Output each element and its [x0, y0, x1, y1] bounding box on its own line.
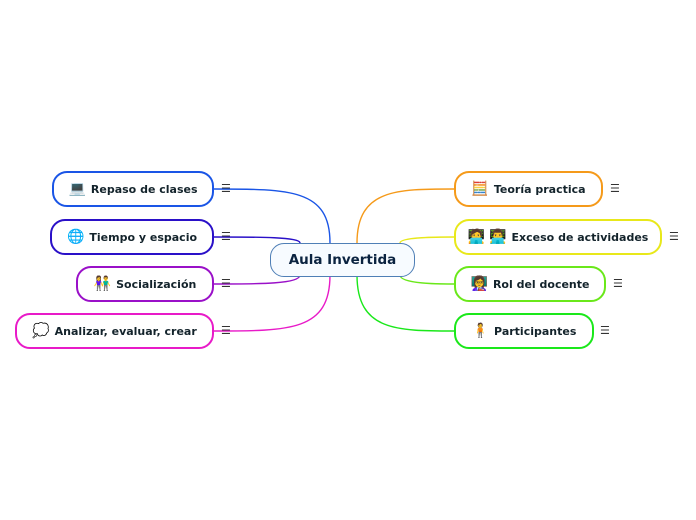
topic-teoria[interactable]: 🧮 Teoría practica: [454, 171, 603, 207]
connector-participantes: [356, 274, 455, 332]
connector-rol: [399, 274, 455, 285]
students-icon: 🧑‍💻: [467, 229, 486, 245]
connector-analizar: [213, 274, 331, 332]
topic-label: Exceso de actividades: [511, 230, 649, 244]
notes-icon[interactable]: ☰: [610, 182, 620, 195]
topic-social[interactable]: 👫 Socialización: [76, 266, 214, 302]
connector-repaso: [213, 188, 331, 244]
topic-tiempo[interactable]: 🌐 Tiempo y espacio: [50, 219, 214, 255]
topic-exceso[interactable]: 🧑‍💻👨‍💻 Exceso de actividades: [454, 219, 662, 255]
notes-icon[interactable]: ☰: [221, 230, 231, 243]
topic-label: Rol del docente: [492, 277, 590, 291]
abacus-icon: 🧮: [471, 181, 489, 197]
topic-repaso[interactable]: 💻 Repaso de clases: [52, 171, 214, 207]
thought-bubble-icon: 💭: [32, 323, 50, 339]
central-topic[interactable]: Aula Invertida: [270, 243, 415, 277]
topic-label: Socialización: [116, 277, 197, 291]
globe-icon: 🌐: [66, 229, 85, 245]
teacher-icon: 👩‍🏫: [470, 276, 488, 292]
notes-icon[interactable]: ☰: [221, 182, 231, 195]
notes-icon[interactable]: ☰: [613, 277, 623, 290]
topic-rol[interactable]: 👩‍🏫 Rol del docente: [454, 266, 606, 302]
connector-social: [213, 274, 301, 285]
central-topic-label: Aula Invertida: [288, 252, 397, 268]
connector-tiempo: [213, 236, 301, 244]
laptop-icon: 💻: [68, 181, 86, 197]
notes-icon[interactable]: ☰: [221, 277, 231, 290]
connector-exceso: [399, 236, 455, 244]
topic-label: Teoría practica: [493, 182, 586, 196]
topic-label: Tiempo y espacio: [89, 230, 198, 244]
people-icon: 👫: [93, 276, 112, 292]
notes-icon[interactable]: ☰: [221, 324, 231, 337]
person-icon: 🧍: [471, 323, 490, 339]
topic-participantes[interactable]: 🧍 Participantes: [454, 313, 594, 349]
topic-analizar[interactable]: 💭 Analizar, evaluar, crear: [15, 313, 214, 349]
notes-icon[interactable]: ☰: [669, 230, 679, 243]
topic-label: Repaso de clases: [90, 182, 198, 196]
connector-teoria: [356, 188, 455, 244]
students-2-icon: 👨‍💻: [489, 229, 507, 245]
topic-label: Analizar, evaluar, crear: [54, 324, 197, 338]
notes-icon[interactable]: ☰: [600, 324, 610, 337]
topic-label: Participantes: [494, 324, 577, 338]
